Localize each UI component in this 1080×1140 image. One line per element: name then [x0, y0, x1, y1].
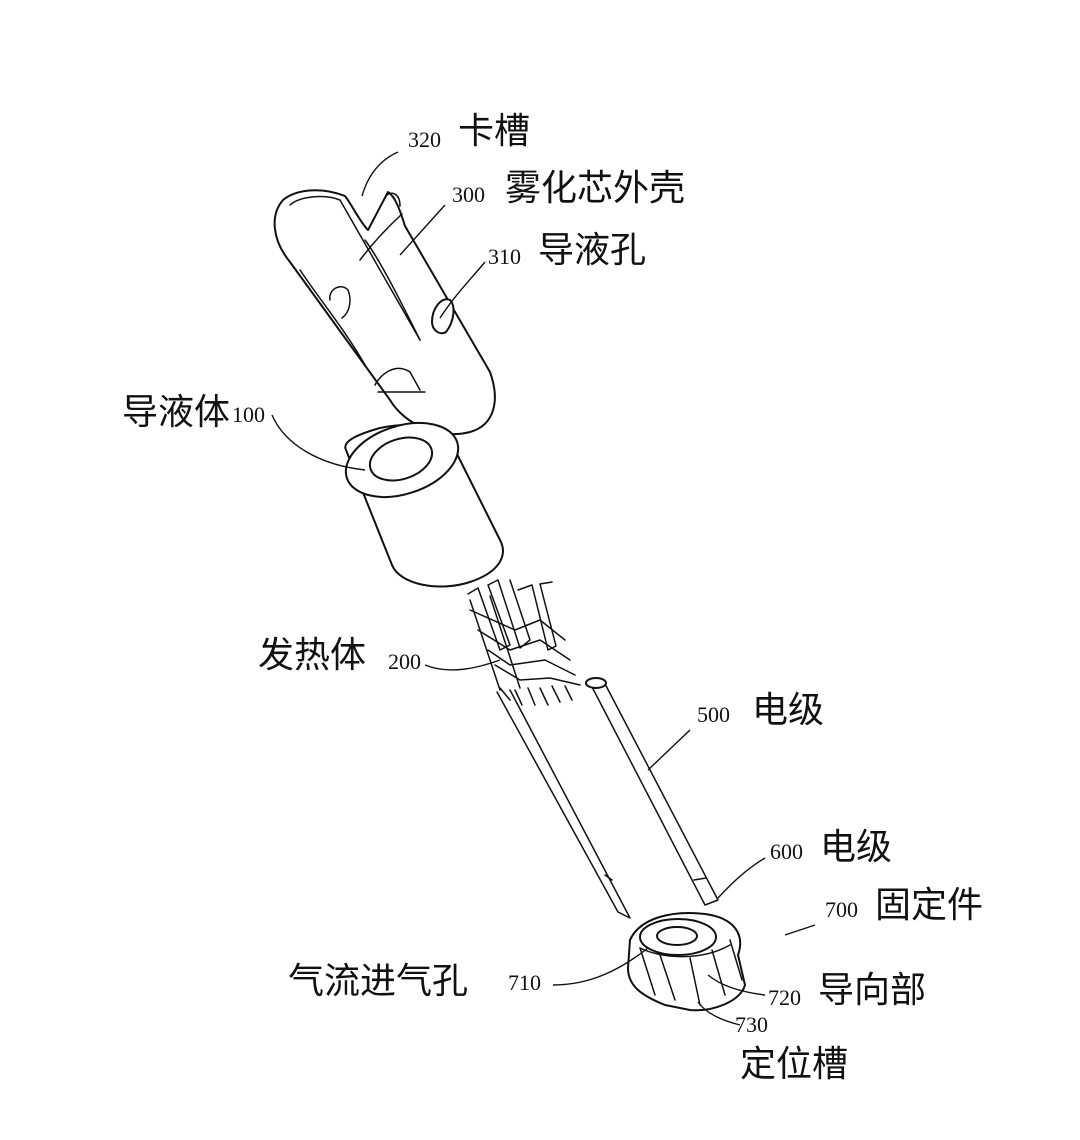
atomizer-shell [273, 189, 496, 436]
label-710: 气流进气孔 710 [288, 961, 541, 1002]
label-310-text: 导液孔 [538, 230, 646, 271]
label-600-text: 电级 [820, 827, 892, 868]
label-300-number: 300 [452, 182, 485, 207]
electrode-leads [496, 677, 719, 919]
leader-lines [271, 151, 816, 1026]
label-730-number: 730 [735, 1012, 768, 1037]
label-720-number: 720 [768, 985, 801, 1010]
label-320: 320 卡槽 [408, 111, 530, 152]
label-500-number: 500 [697, 702, 730, 727]
label-700-number: 700 [825, 897, 858, 922]
label-600: 600 电级 [770, 827, 892, 868]
label-300: 300 雾化芯外壳 [452, 168, 685, 209]
label-200-text: 发热体 [258, 635, 366, 676]
label-730-text: 定位槽 [740, 1044, 848, 1085]
fixing-part [627, 912, 746, 1012]
label-500-text: 电级 [752, 690, 824, 731]
label-710-text: 气流进气孔 [288, 961, 468, 1002]
label-300-text: 雾化芯外壳 [505, 168, 685, 209]
label-320-number: 320 [408, 127, 441, 152]
label-720: 720 导向部 [768, 970, 926, 1011]
label-100: 导液体 100 [122, 392, 265, 433]
label-500: 500 电级 [697, 690, 824, 731]
heating-element [467, 579, 581, 706]
label-200-number: 200 [388, 649, 421, 674]
label-200: 发热体 200 [258, 635, 421, 676]
label-700: 700 固定件 [825, 885, 983, 926]
label-310: 310 导液孔 [488, 230, 646, 271]
label-700-text: 固定件 [875, 885, 983, 926]
label-710-number: 710 [508, 970, 541, 995]
liquid-guiding-body [344, 422, 504, 588]
label-320-text: 卡槽 [458, 111, 530, 152]
label-730: 730 定位槽 [735, 1012, 848, 1085]
label-310-number: 310 [488, 244, 521, 269]
label-600-number: 600 [770, 839, 803, 864]
label-100-text: 导液体 [122, 392, 230, 433]
label-720-text: 导向部 [818, 970, 926, 1011]
label-100-number: 100 [232, 402, 265, 427]
